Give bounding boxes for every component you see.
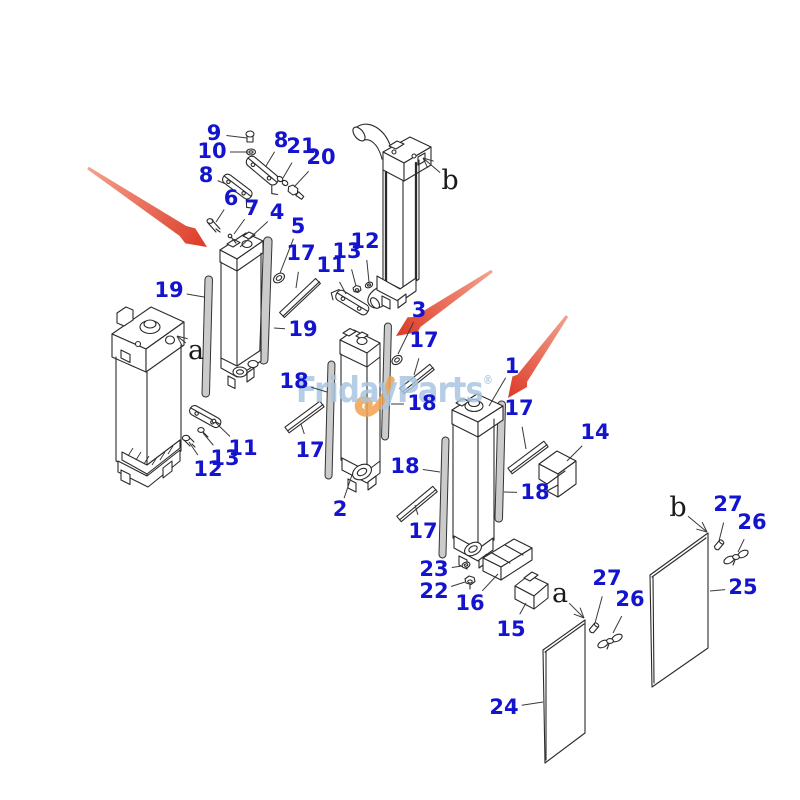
red-arrow-1 [87, 166, 207, 247]
red-arrow-2 [396, 269, 493, 336]
bolt-12-lower [181, 434, 196, 448]
leader-line [239, 221, 269, 248]
leader-line [176, 335, 188, 340]
bolt-9 [245, 130, 255, 143]
leader-line [300, 423, 305, 435]
leader-line [521, 701, 544, 706]
leader-line [573, 613, 585, 619]
leader-line [687, 515, 708, 533]
leader-line [282, 162, 293, 179]
leader-line [233, 218, 246, 235]
screw-27-b [713, 539, 725, 551]
bolt-20 [287, 184, 305, 200]
rod-17-b [284, 400, 325, 434]
watermark: FridayParts® [296, 370, 493, 411]
leader-line [701, 521, 708, 533]
radiator-core-1 [451, 393, 504, 570]
leader-line [351, 269, 357, 287]
wingnut-26-b [723, 549, 749, 566]
bolt-13-lower [197, 427, 209, 438]
leader-line [579, 607, 585, 619]
radiator-core-2 [339, 327, 381, 493]
leader-line [612, 615, 623, 634]
leader-line [214, 421, 231, 437]
leader-line [273, 327, 286, 330]
leader-line [422, 157, 429, 169]
leader-line [422, 157, 441, 173]
leader-line [413, 358, 420, 376]
leader-line [188, 441, 199, 456]
washer-12-upper [364, 281, 374, 289]
leader-line [718, 522, 725, 542]
leader-line [481, 573, 499, 592]
leader-line [519, 602, 527, 615]
leader-line [450, 581, 466, 587]
leader-line [311, 386, 328, 393]
strip-18-d [494, 400, 506, 523]
nut-22 [464, 575, 476, 590]
rod-17-d [396, 485, 438, 523]
rod-17-e [507, 440, 549, 475]
rod-17-a [279, 277, 321, 319]
leader-line [594, 596, 603, 624]
radiator-core-b [352, 123, 432, 310]
plate-25 [649, 532, 709, 688]
rod-17-c [399, 363, 435, 395]
leader-line [226, 135, 248, 139]
radiator-core-left-a [111, 306, 185, 488]
pin-6 [206, 218, 221, 233]
leader-line [366, 259, 370, 283]
screw-27-a [588, 622, 600, 634]
watermark-registered-mark: ® [482, 373, 494, 387]
bracket-14 [538, 450, 577, 498]
grommet-3 [391, 354, 403, 366]
bracket-15 [514, 571, 549, 610]
leader-line [215, 209, 225, 223]
leader-line [568, 602, 585, 619]
leader-line [397, 322, 414, 355]
watermark-text: FridayParts [296, 370, 484, 411]
leader-line [422, 469, 441, 473]
leader-line [343, 474, 353, 499]
bracket-8-lower [221, 173, 254, 209]
leader-line [566, 445, 583, 462]
watermark-swoosh [354, 376, 395, 417]
red-arrow-3 [508, 315, 569, 398]
leader-line [279, 238, 294, 274]
leader-line [295, 271, 299, 289]
plate-24 [542, 619, 586, 764]
leader-line [217, 180, 227, 185]
strip-18-a [324, 360, 336, 480]
strip-18-c [438, 436, 450, 559]
clip-23 [461, 561, 471, 569]
wingnut-26-a [597, 633, 623, 650]
leader-line [293, 170, 310, 188]
leader-line [422, 157, 434, 162]
bracket-8-upper [245, 155, 279, 196]
strip-19-left [201, 275, 213, 398]
bracket-11-upper [330, 288, 370, 316]
leader-line [176, 335, 183, 346]
leader-line [176, 335, 187, 344]
leader-line [339, 281, 347, 295]
leader-line [488, 377, 507, 407]
leader-line [737, 538, 745, 553]
bolt-11-pin [211, 418, 217, 424]
leader-line [202, 432, 214, 446]
leader-line [265, 151, 275, 167]
bracket-16 [482, 538, 533, 581]
pin-7 [227, 233, 237, 244]
leader-line [696, 528, 708, 533]
leader-line [451, 565, 463, 568]
grommet-5 [272, 272, 286, 284]
leader-line [414, 504, 419, 515]
leader-line [186, 293, 205, 298]
clip-21 [276, 175, 289, 187]
leader-line [709, 589, 726, 592]
leader-line [521, 426, 527, 450]
